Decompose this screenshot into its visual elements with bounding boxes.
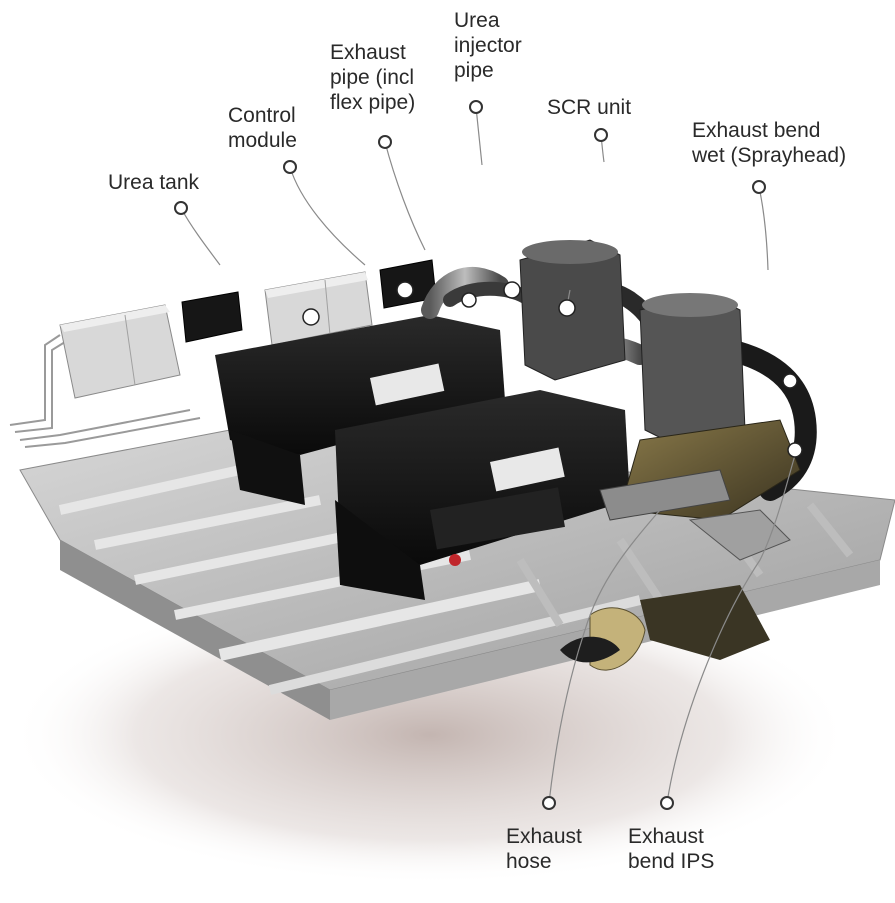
marker-scr-unit [558, 299, 576, 317]
control-module-box-1 [181, 291, 243, 343]
marker-scr-unit-label [594, 128, 608, 142]
ips-drive-gear [599, 419, 801, 561]
label-scr-unit: SCR unit [547, 96, 632, 119]
leader-exhaust-bend-wet [758, 186, 769, 271]
callout-markers [174, 100, 766, 810]
label-exhaust-bend-wet: Exhaust bend wet (Sprayhead) [692, 119, 847, 167]
label-urea-injector-pipe: Urea injector pipe [454, 9, 522, 82]
label-exhaust-bend-ips: Exhaust bend IPS [628, 825, 715, 873]
leader-exhaust-hose [548, 509, 661, 804]
label-control-module: Control module [228, 104, 297, 152]
leader-urea-tank [180, 207, 221, 266]
urea-tank-box-2 [264, 271, 373, 346]
component-markers [302, 281, 803, 458]
marker-exhaust-pipe-label [378, 135, 392, 149]
marker-urea-tank-label [174, 201, 188, 215]
engine-rear [215, 315, 505, 505]
label-urea-tank: Urea tank [108, 171, 200, 194]
marker-control-module-label [283, 160, 297, 174]
marker-exhaust-flex [461, 292, 477, 308]
marker-exhaust-bend-wet [782, 373, 798, 389]
leader-exhaust-bend-ips [666, 454, 796, 804]
marker-exhaust-hose-label [542, 796, 556, 810]
urea-tank-box-1 [59, 304, 181, 399]
marker-exhaust-bend-ips-label [660, 796, 674, 810]
marker-control-module [302, 308, 320, 326]
marker-exhaust-bend-ips [787, 442, 803, 458]
leader-urea-injector [475, 106, 483, 166]
floor-shadow [10, 585, 850, 885]
marker-exhaust-pipe [396, 281, 414, 299]
marker-urea-injector-pipe [503, 281, 521, 299]
engine-front [335, 390, 630, 600]
label-exhaust-hose: Exhaust hose [506, 825, 582, 873]
ips-propeller [560, 585, 770, 671]
marker-urea-injector-label [469, 100, 483, 114]
scr-unit-front [639, 293, 746, 446]
leader-control-module [289, 166, 366, 266]
marker-exhaust-bend-wet-label [752, 180, 766, 194]
leader-exhaust-pipe [384, 141, 426, 251]
label-exhaust-pipe: Exhaust pipe (incl flex pipe) [330, 41, 416, 114]
piping-lines [9, 334, 201, 448]
